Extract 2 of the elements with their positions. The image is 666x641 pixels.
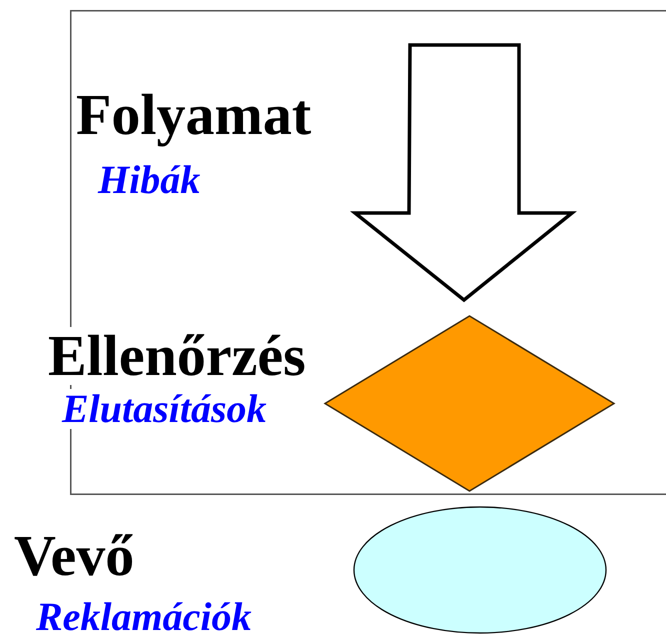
stage-heading: Ellenőrzés — [48, 327, 306, 385]
stage-subheading: Elutasítások — [62, 389, 267, 429]
